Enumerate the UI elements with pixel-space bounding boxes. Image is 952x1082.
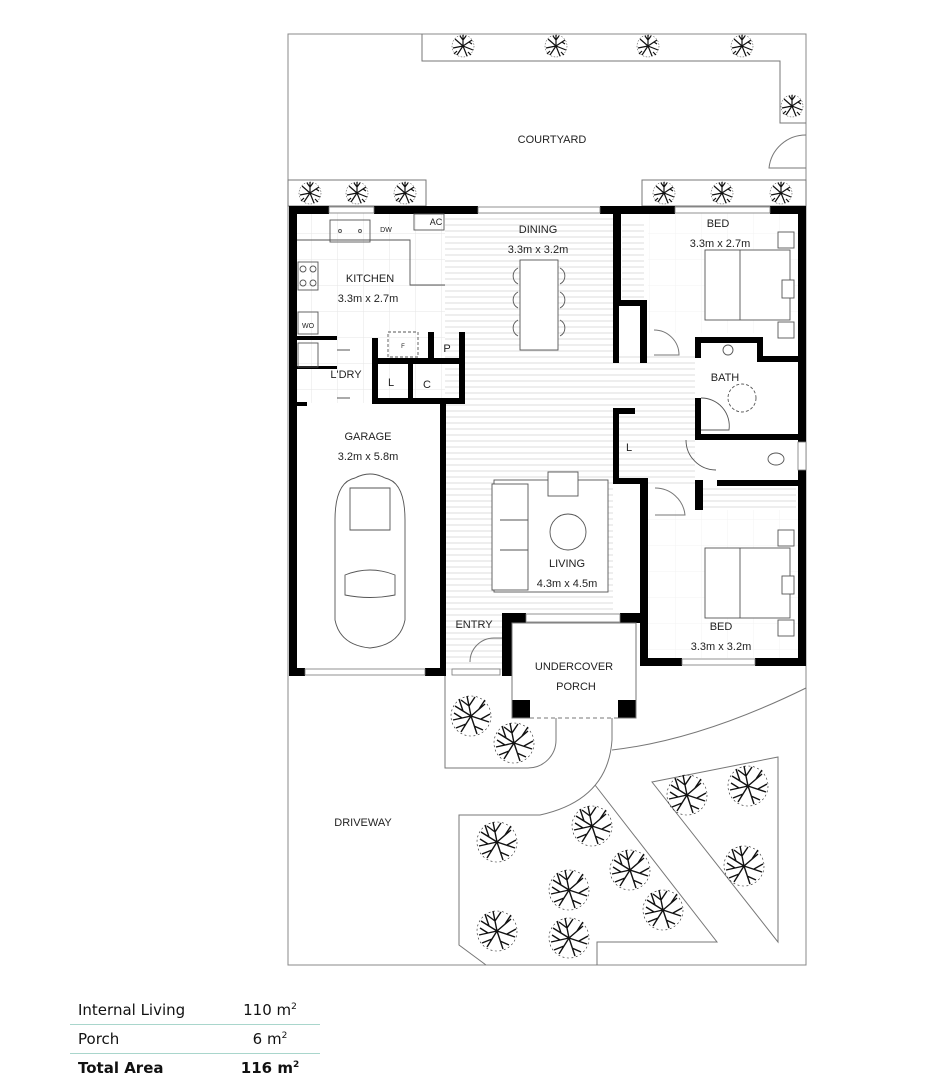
bed-2-size: 3.3m x 3.2m: [691, 641, 752, 653]
pantry-label: P: [443, 343, 450, 355]
bed-2-furniture: [704, 529, 795, 637]
entry-door[interactable]: [469, 637, 502, 663]
dishwasher-label: DW: [380, 227, 392, 234]
area-row-internal-living: Internal Living 110 m2: [70, 996, 320, 1025]
laundry-label: L'DRY: [330, 369, 362, 381]
porch-label-line2: PORCH: [556, 681, 596, 693]
linen-label: L: [388, 377, 394, 389]
kitchen-floor: [295, 213, 445, 403]
bath-label: BATH: [711, 372, 740, 384]
garden-beds: [444, 676, 807, 966]
dining-size: 3.3m x 3.2m: [508, 244, 569, 256]
trees: [450, 695, 769, 959]
area-row-total: Total Area 116 m2: [70, 1054, 320, 1082]
area-value: 116 m: [240, 1059, 293, 1077]
area-row-porch: Porch 6 m2: [70, 1025, 320, 1054]
windows: [304, 206, 807, 676]
walls: [289, 206, 806, 718]
driveway-label: DRIVEWAY: [334, 817, 392, 829]
dining-label: DINING: [519, 224, 558, 236]
living-label: LIVING: [549, 558, 585, 570]
area-label: Total Area: [78, 1059, 164, 1077]
wall-oven-label: WO: [302, 323, 315, 330]
hall-linen-label: L: [626, 442, 632, 454]
bath-fixtures: [685, 344, 785, 471]
area-value: 6 m: [252, 1030, 282, 1048]
kitchen-fixtures: [297, 213, 445, 399]
kitchen-label: KITCHEN: [346, 273, 394, 285]
porch-label-line1: UNDERCOVER: [535, 661, 613, 673]
living-size: 4.3m x 4.5m: [537, 578, 598, 590]
car-icon: [334, 473, 406, 649]
hall-floor: [613, 355, 695, 485]
garage-label: GARAGE: [344, 431, 391, 443]
floor-plan: COURTYARD: [287, 33, 807, 966]
garage-size: 3.2m x 5.8m: [338, 451, 399, 463]
bed-2-label: BED: [710, 621, 733, 633]
fridge-label: F: [401, 344, 405, 350]
area-label: Porch: [78, 1030, 120, 1048]
cupboard-label: C: [423, 379, 431, 391]
living-furniture: [491, 471, 609, 593]
ac-label: AC: [430, 217, 443, 227]
bed-1-furniture: [704, 231, 795, 339]
area-summary-table: Internal Living 110 m2 Porch 6 m2 Total …: [70, 996, 320, 1082]
entry-floor: [445, 613, 505, 673]
kitchen-size: 3.3m x 2.7m: [338, 293, 399, 305]
dining-table: [512, 259, 566, 351]
area-label: Internal Living: [78, 1001, 186, 1019]
bed-1-size: 3.3m x 2.7m: [690, 238, 751, 250]
courtyard-planters: [287, 34, 807, 207]
entry-label: ENTRY: [455, 619, 493, 631]
courtyard-label: COURTYARD: [518, 134, 587, 146]
bed-1-label: BED: [707, 218, 730, 230]
area-value: 110 m: [243, 1001, 292, 1019]
